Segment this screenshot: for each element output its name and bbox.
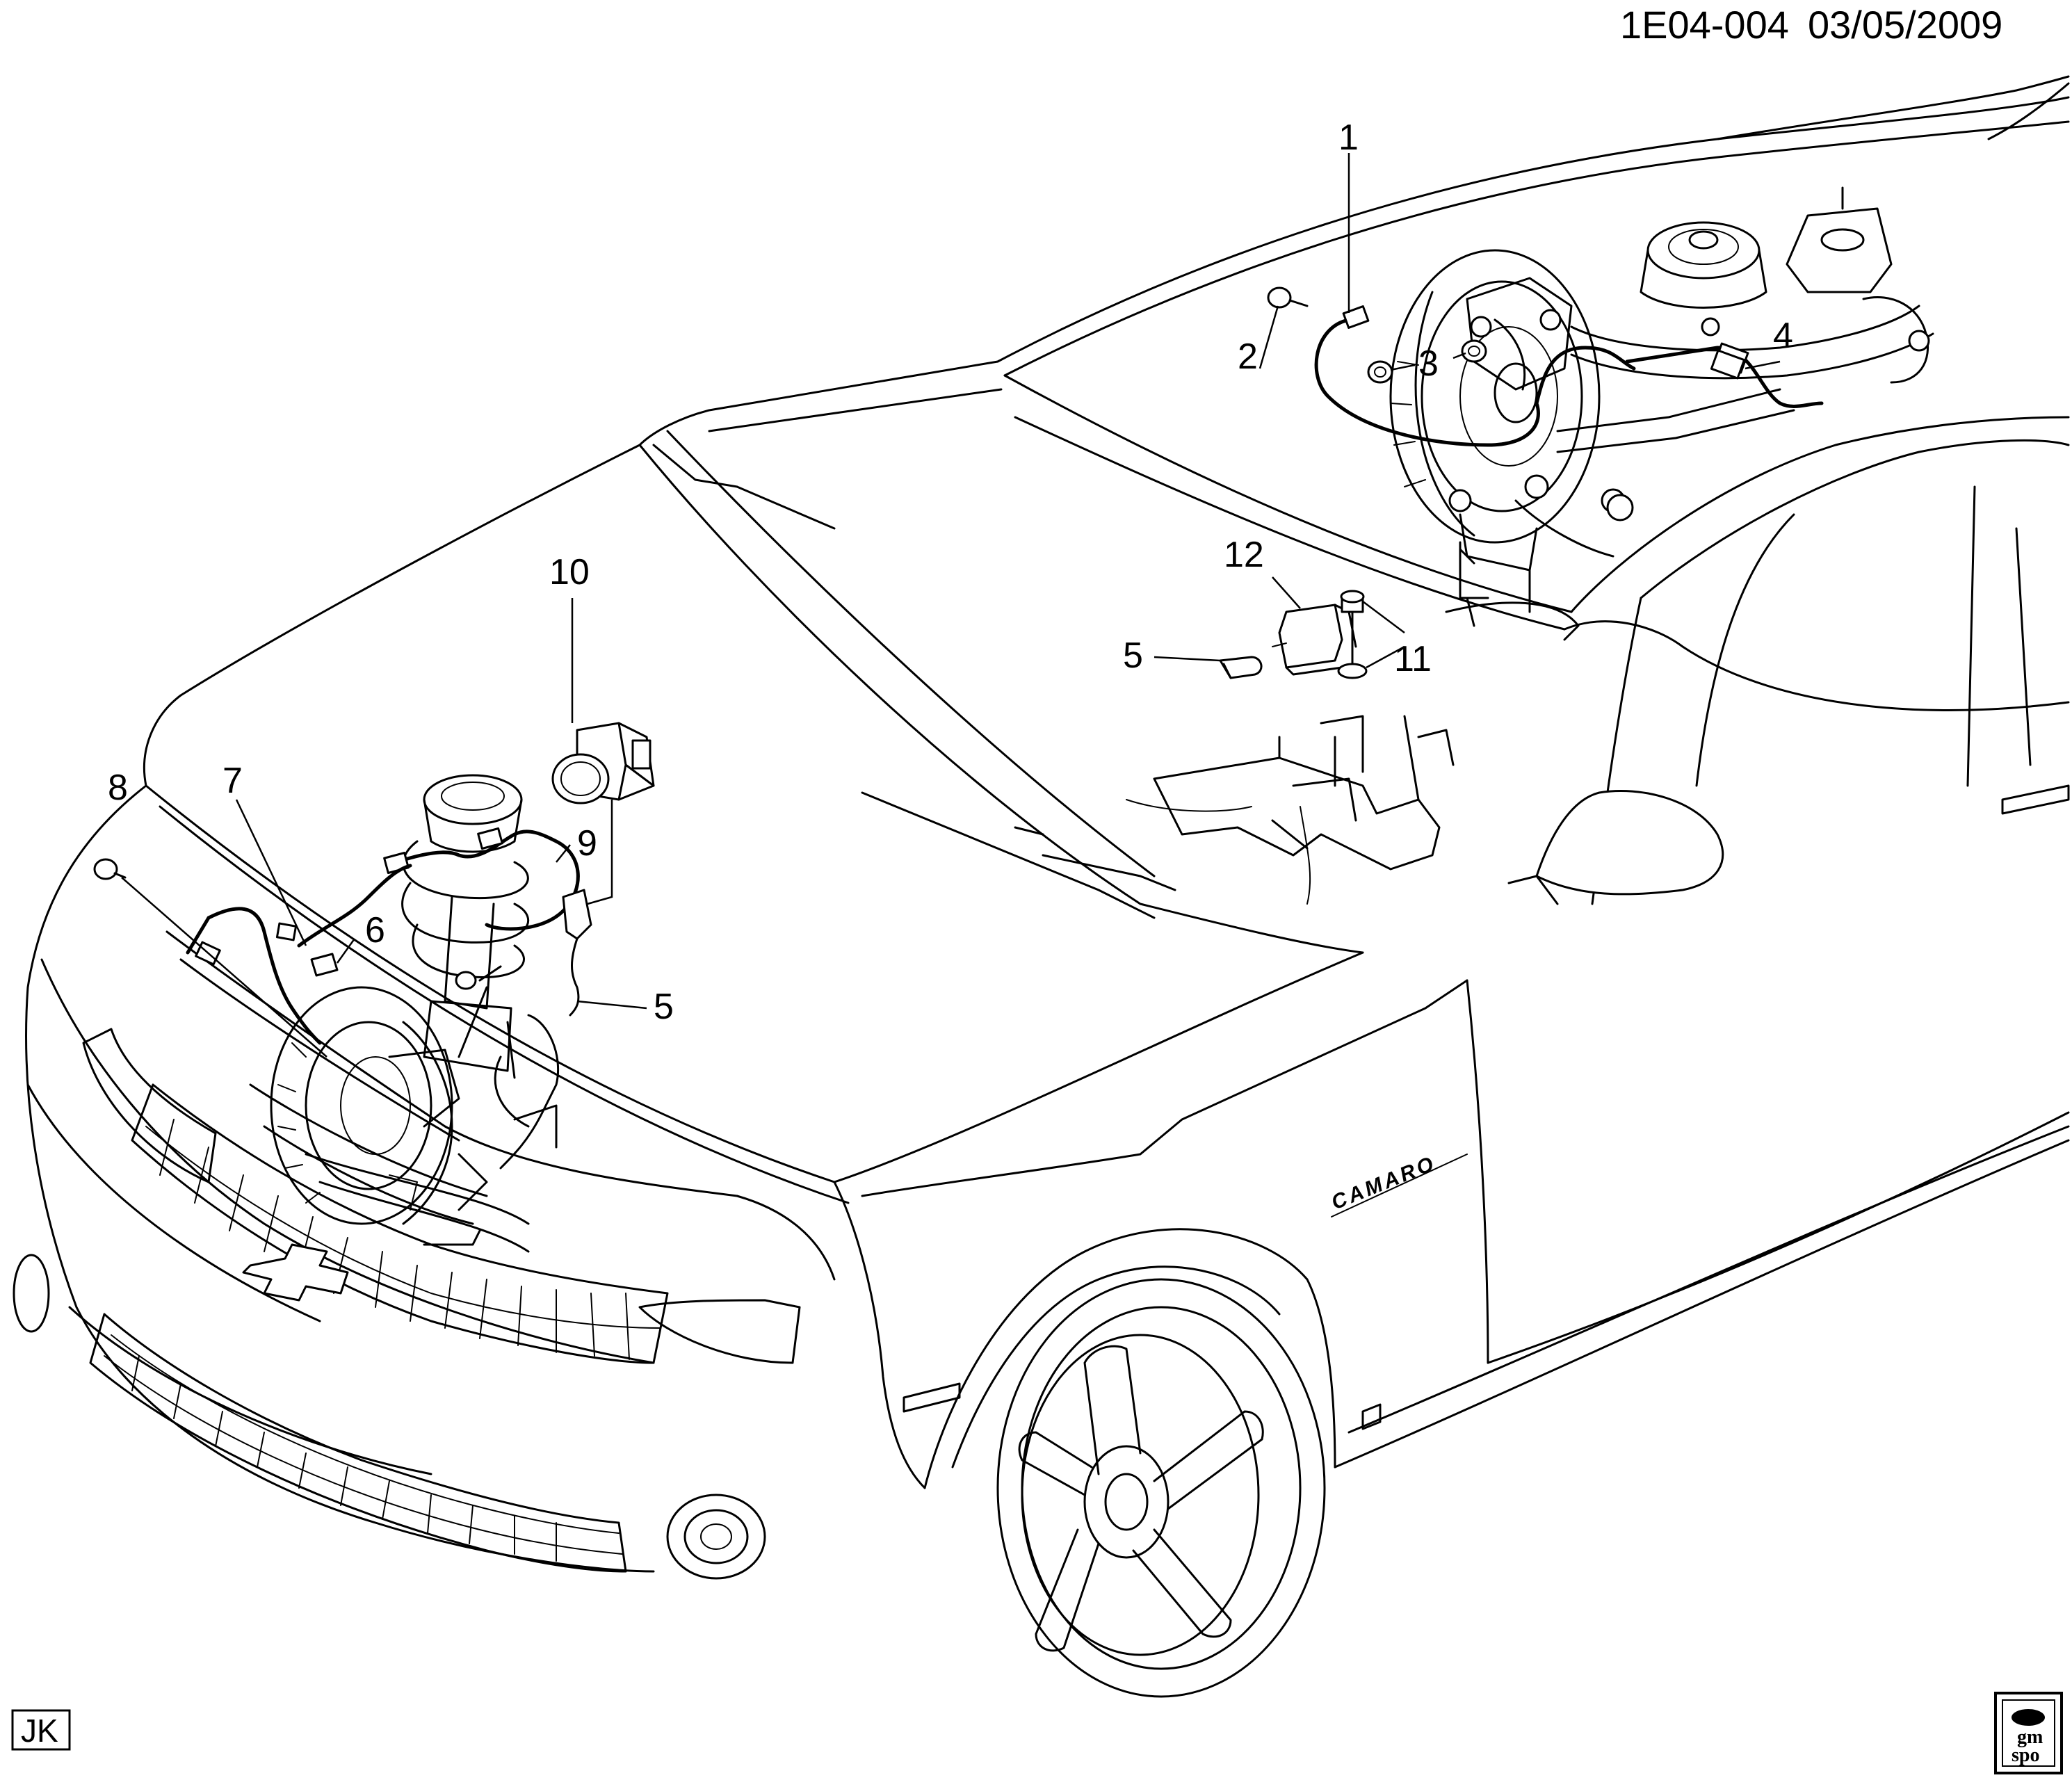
part-12-sensor — [1272, 604, 1357, 676]
part-2-bolt — [1267, 286, 1309, 309]
part-5-sensor-lower — [562, 889, 592, 1017]
camaro-side-emblem: CAMARO — [1328, 1151, 1439, 1214]
wiper-assembly — [652, 444, 1176, 919]
gm-spo-logo: gm spo — [1994, 1692, 2063, 1774]
callout-12: 12 — [1224, 535, 1264, 575]
rear-suspension-assembly — [1389, 186, 1934, 641]
upper-grille — [145, 1119, 661, 1360]
model-code-badge: JK — [11, 1709, 71, 1751]
model-code: JK — [21, 1713, 58, 1749]
front-strut-assembly — [270, 774, 560, 1253]
callout-10: 10 — [549, 552, 590, 592]
bowtie-emblem — [242, 1243, 349, 1302]
callout-8: 8 — [108, 768, 128, 808]
callout-1: 1 — [1338, 118, 1359, 158]
callout-3: 3 — [1418, 343, 1439, 384]
lower-grille — [104, 1334, 623, 1562]
part-10-abs-module — [551, 722, 655, 804]
leader-lines — [121, 153, 1781, 1058]
callout-5-upper: 5 — [1123, 636, 1143, 676]
callout-labels: 1 2 3 4 5 5 6 7 8 9 10 11 12 — [108, 118, 1793, 1027]
callout-2: 2 — [1238, 337, 1258, 377]
part-5-clip-upper — [1219, 656, 1263, 679]
illustration-code: 1E04-004 — [1620, 3, 1789, 47]
part-11-stud-nut — [1337, 590, 1368, 679]
battery-tray — [1126, 715, 1455, 905]
part-8-bolt — [93, 858, 127, 880]
callout-11: 11 — [1394, 639, 1432, 679]
logo-top-text: gm — [2017, 1726, 2043, 1748]
callout-5-lower: 5 — [654, 987, 674, 1027]
callout-4: 4 — [1773, 316, 1793, 356]
illustration-date: 03/05/2009 — [1808, 3, 2002, 47]
callout-7: 7 — [222, 761, 243, 801]
part-3-nut — [1367, 339, 1487, 384]
vehicle-body: CAMARO — [13, 75, 2070, 1580]
callout-9: 9 — [577, 823, 597, 864]
callout-6: 6 — [365, 910, 385, 950]
side-mirror — [1535, 790, 1724, 896]
fog-light — [666, 1494, 766, 1580]
part-6-clip — [310, 953, 339, 977]
part-4-connector — [1710, 349, 1746, 380]
front-wheel — [996, 1278, 1326, 1698]
logo-bottom-text: spo — [2012, 1745, 2039, 1766]
